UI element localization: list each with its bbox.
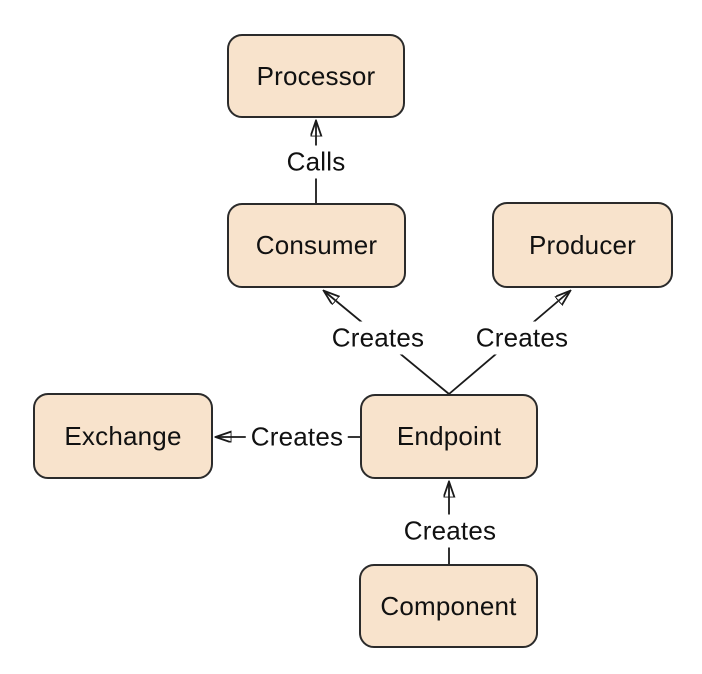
node-consumer-label: Consumer [255, 230, 378, 260]
edge-label-calls: Calls [281, 145, 351, 179]
node-processor-label: Processor [256, 60, 376, 91]
node-component: Component [359, 564, 538, 648]
edge-label-creates-producer: Creates [470, 321, 574, 355]
node-endpoint-label: Endpoint [396, 421, 502, 451]
node-exchange: Exchange [33, 393, 213, 479]
node-exchange-label: Exchange [64, 420, 182, 451]
node-producer: Producer [492, 202, 673, 288]
node-consumer: Consumer [227, 203, 406, 288]
node-component-label: Component [380, 590, 517, 621]
edge-label-creates-endpoint: Creates [398, 514, 502, 548]
node-endpoint: Endpoint [360, 394, 538, 479]
edge-label-creates-consumer: Creates [326, 321, 430, 355]
node-processor: Processor [227, 34, 405, 118]
node-producer-label: Producer [528, 229, 637, 260]
edge-label-creates-exchange: Creates [245, 420, 349, 454]
